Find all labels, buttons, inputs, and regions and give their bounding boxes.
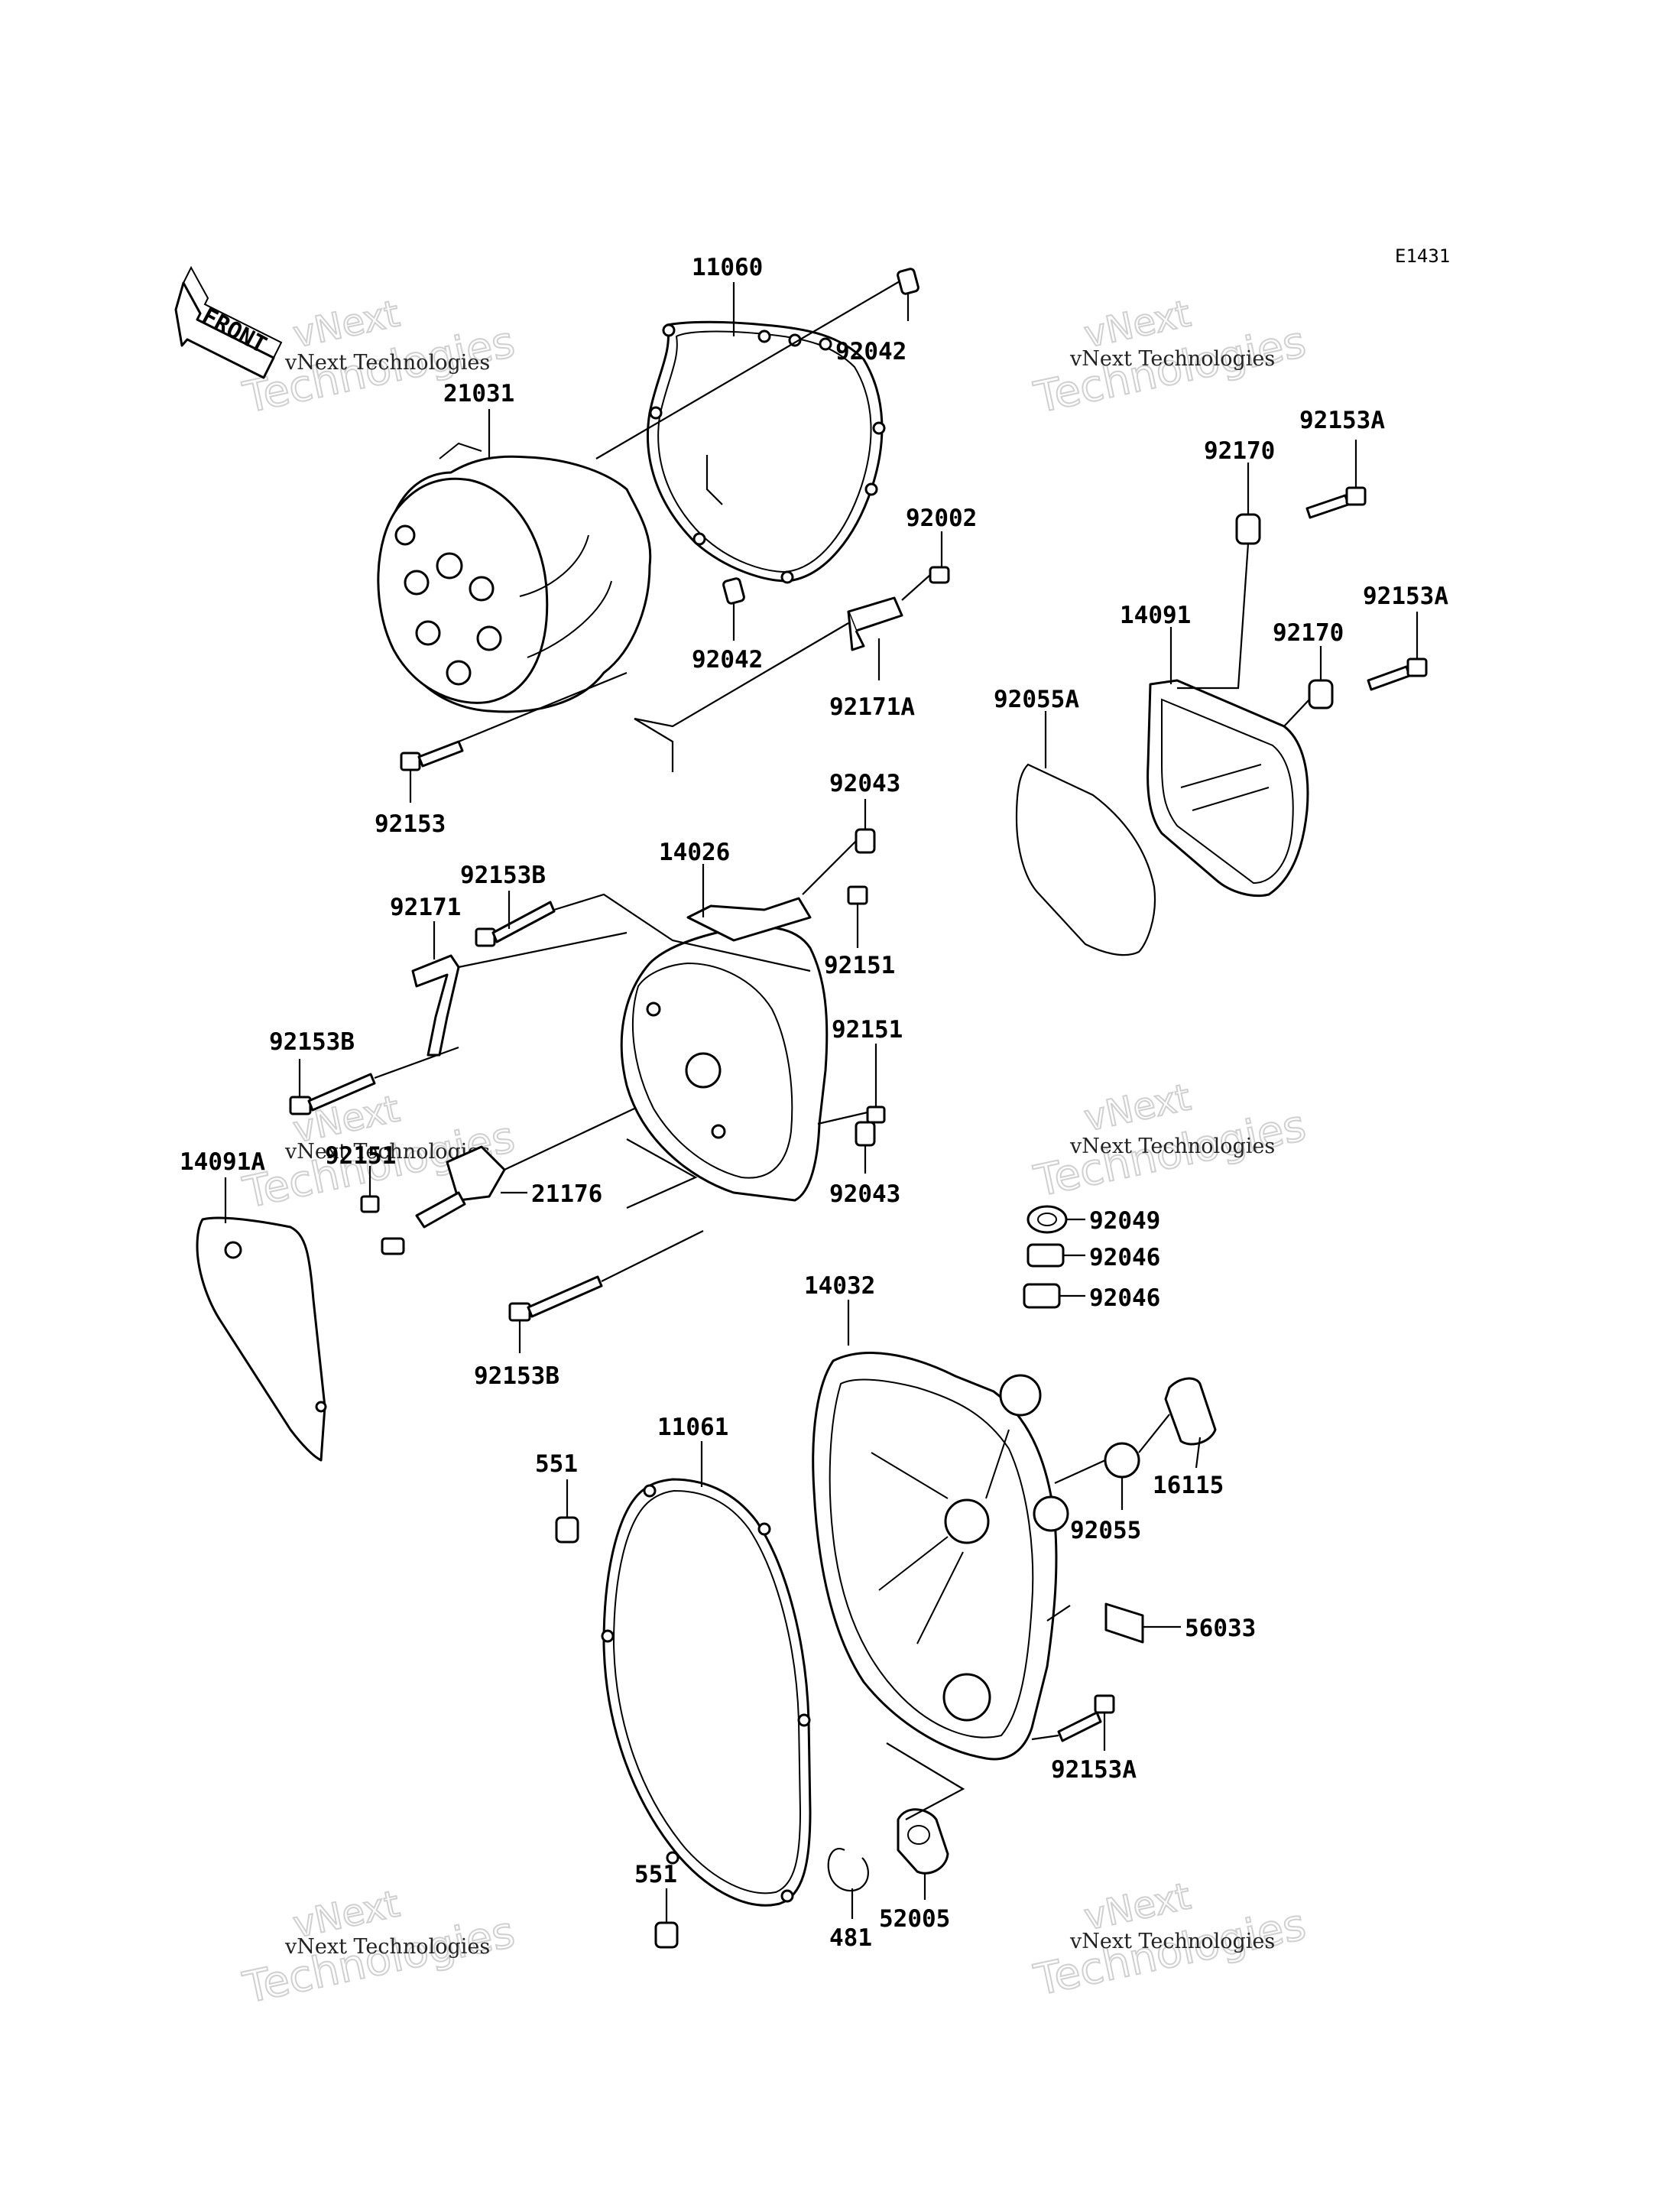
- part-label: 92153B: [460, 862, 546, 889]
- sensor-21176-part: [381, 1145, 506, 1255]
- part-label: 92043: [829, 770, 900, 797]
- watermark-text: vNext Technologies: [1069, 347, 1275, 371]
- part-label: 92049: [1089, 1207, 1160, 1235]
- part-label: 92170: [1204, 437, 1275, 465]
- part-label: 92153B: [474, 1362, 559, 1390]
- part-label: 92055A: [994, 686, 1079, 713]
- part-label: 92151: [824, 952, 895, 979]
- part-label: 92170: [1273, 619, 1344, 647]
- part-label: 14091A: [180, 1148, 265, 1176]
- part-label: 92153A: [1299, 407, 1385, 434]
- part-labels: 11060 92042 21031 92002 92042 92171A 921…: [180, 254, 1448, 1952]
- part-label: 21176: [531, 1180, 602, 1208]
- part-label: 92151: [325, 1142, 396, 1170]
- cap-16115-part: [1164, 1377, 1217, 1446]
- watermark-text: vNext Technologies: [1069, 1135, 1275, 1158]
- part-label: 551: [634, 1861, 677, 1888]
- dowel-92042-top: [897, 268, 919, 295]
- bolt-92002-part: [929, 566, 950, 584]
- gasket-11060-part: [647, 320, 886, 584]
- part-label: 14032: [804, 1272, 875, 1300]
- part-label: 92153B: [269, 1028, 355, 1056]
- dowel-551-low: [654, 1921, 679, 1949]
- part-label: 92002: [906, 505, 977, 532]
- clutch-cover-14032-part: [812, 1352, 1069, 1761]
- watermark-text: vNext Technologies: [284, 351, 490, 375]
- dowel-551-top: [555, 1516, 579, 1544]
- cover-14026-part: [620, 897, 829, 1202]
- part-label: 92151: [832, 1016, 903, 1044]
- part-label: 92171A: [829, 693, 915, 721]
- watermark-text: vNext Technologies: [284, 1935, 490, 1959]
- clamp-92171A-part: [847, 596, 903, 651]
- watermark-text: vNext Technologies: [1069, 1930, 1275, 1953]
- leader-lines: [224, 281, 1419, 1923]
- part-label: 92042: [835, 338, 906, 365]
- part-label: 14026: [659, 839, 730, 866]
- watermark-mid-right: vNext Technologies: [1030, 1075, 1311, 1207]
- part-label: 92153A: [1363, 583, 1448, 610]
- clip-92171-part: [411, 954, 460, 1057]
- clamp-92170-mid: [1308, 679, 1334, 709]
- bolt-92153B-low: [508, 1275, 603, 1322]
- bolt-92153B-mid: [289, 1073, 376, 1115]
- part-label: 56033: [1185, 1615, 1256, 1642]
- bolt-92151-left: [360, 1195, 380, 1213]
- clamp-92170-top: [1235, 513, 1261, 545]
- part-label: 481: [829, 1924, 872, 1952]
- part-label: 11061: [657, 1414, 728, 1441]
- bolt-92151-top: [847, 885, 868, 905]
- cover-14091-part: [1146, 679, 1309, 898]
- cover-14091A-part: [196, 1216, 327, 1462]
- part-label: 92153: [375, 810, 446, 838]
- dowel-92043-top: [855, 828, 876, 854]
- part-label: 92055: [1070, 1517, 1141, 1544]
- part-label: 11060: [692, 254, 763, 281]
- dowel-92042-mid: [722, 577, 745, 605]
- part-label: 92153A: [1051, 1756, 1137, 1784]
- part-label: 92046: [1089, 1284, 1160, 1312]
- bolt-92153A-top: [1305, 486, 1367, 519]
- part-label: 16115: [1153, 1472, 1224, 1499]
- part-label: 21031: [443, 380, 514, 407]
- dowel-92043-mid: [855, 1121, 876, 1147]
- seal-92049-part: [1026, 1205, 1068, 1234]
- oring-92055-part: [1104, 1442, 1140, 1479]
- part-label: 92171: [390, 894, 461, 921]
- label-56033-part: [1104, 1602, 1144, 1644]
- diagram-code: E1431: [1395, 245, 1450, 267]
- bolt-92153B-top: [475, 901, 556, 947]
- bearing-92046-low: [1023, 1283, 1061, 1309]
- front-arrow-icon: FRONT: [174, 265, 283, 379]
- part-label: 52005: [879, 1905, 950, 1933]
- bolt-92153-part: [400, 740, 464, 771]
- gasket-92055A-part: [1015, 763, 1156, 956]
- part-label: 92043: [829, 1180, 900, 1208]
- part-label: 92046: [1089, 1244, 1160, 1271]
- bolt-92151-mid: [866, 1105, 886, 1124]
- gasket-11061-part: [601, 1478, 812, 1907]
- bearing-92046-top: [1026, 1243, 1065, 1268]
- part-label: 551: [535, 1450, 578, 1478]
- bolt-92153A-mid: [1367, 657, 1428, 691]
- part-label: 14091: [1120, 602, 1191, 629]
- part-label: 92042: [692, 646, 763, 674]
- bolt-92153A-low: [1057, 1694, 1115, 1742]
- circlip-481-part: [827, 1848, 869, 1892]
- generator-cover-part: [377, 442, 652, 713]
- plug-52005-part: [897, 1808, 949, 1875]
